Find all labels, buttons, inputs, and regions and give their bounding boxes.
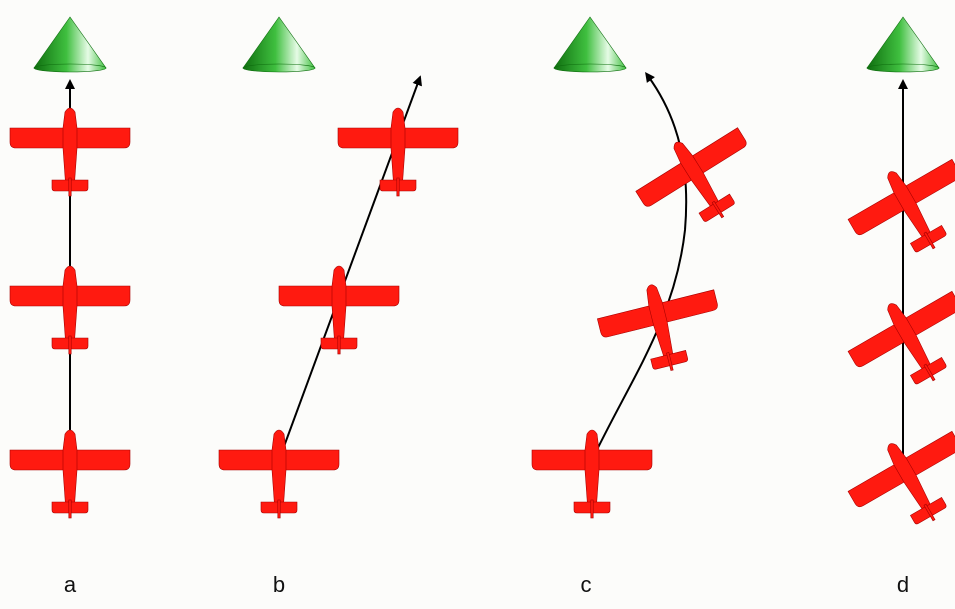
panel-c bbox=[531, 16, 775, 519]
airplane-a3 bbox=[9, 429, 131, 519]
airplane-a2 bbox=[9, 265, 131, 355]
airplane-a1 bbox=[9, 107, 131, 197]
panel-label-a: a bbox=[63, 572, 77, 597]
airplane-d1 bbox=[838, 142, 955, 278]
airplane-b1 bbox=[337, 107, 459, 197]
path-curve-c bbox=[591, 71, 688, 461]
target-beacon-a bbox=[33, 16, 107, 73]
target-beacon-b bbox=[242, 16, 316, 73]
panel-b bbox=[218, 16, 459, 519]
panel-a bbox=[9, 16, 131, 519]
airplane-d3 bbox=[838, 414, 955, 550]
target-beacon-d bbox=[866, 16, 940, 73]
airplane-b3 bbox=[218, 429, 340, 519]
target-beacon-c bbox=[553, 16, 627, 73]
airplane-c1 bbox=[624, 110, 775, 250]
panel-label-d: d bbox=[896, 572, 910, 597]
airplane-d2 bbox=[838, 274, 955, 410]
airplane-b2 bbox=[278, 265, 400, 355]
panel-label-c: c bbox=[580, 572, 592, 597]
panel-d bbox=[838, 16, 955, 550]
airplane-c3 bbox=[531, 429, 653, 519]
airplane-c2 bbox=[592, 269, 731, 386]
panel-label-b: b bbox=[272, 572, 286, 597]
